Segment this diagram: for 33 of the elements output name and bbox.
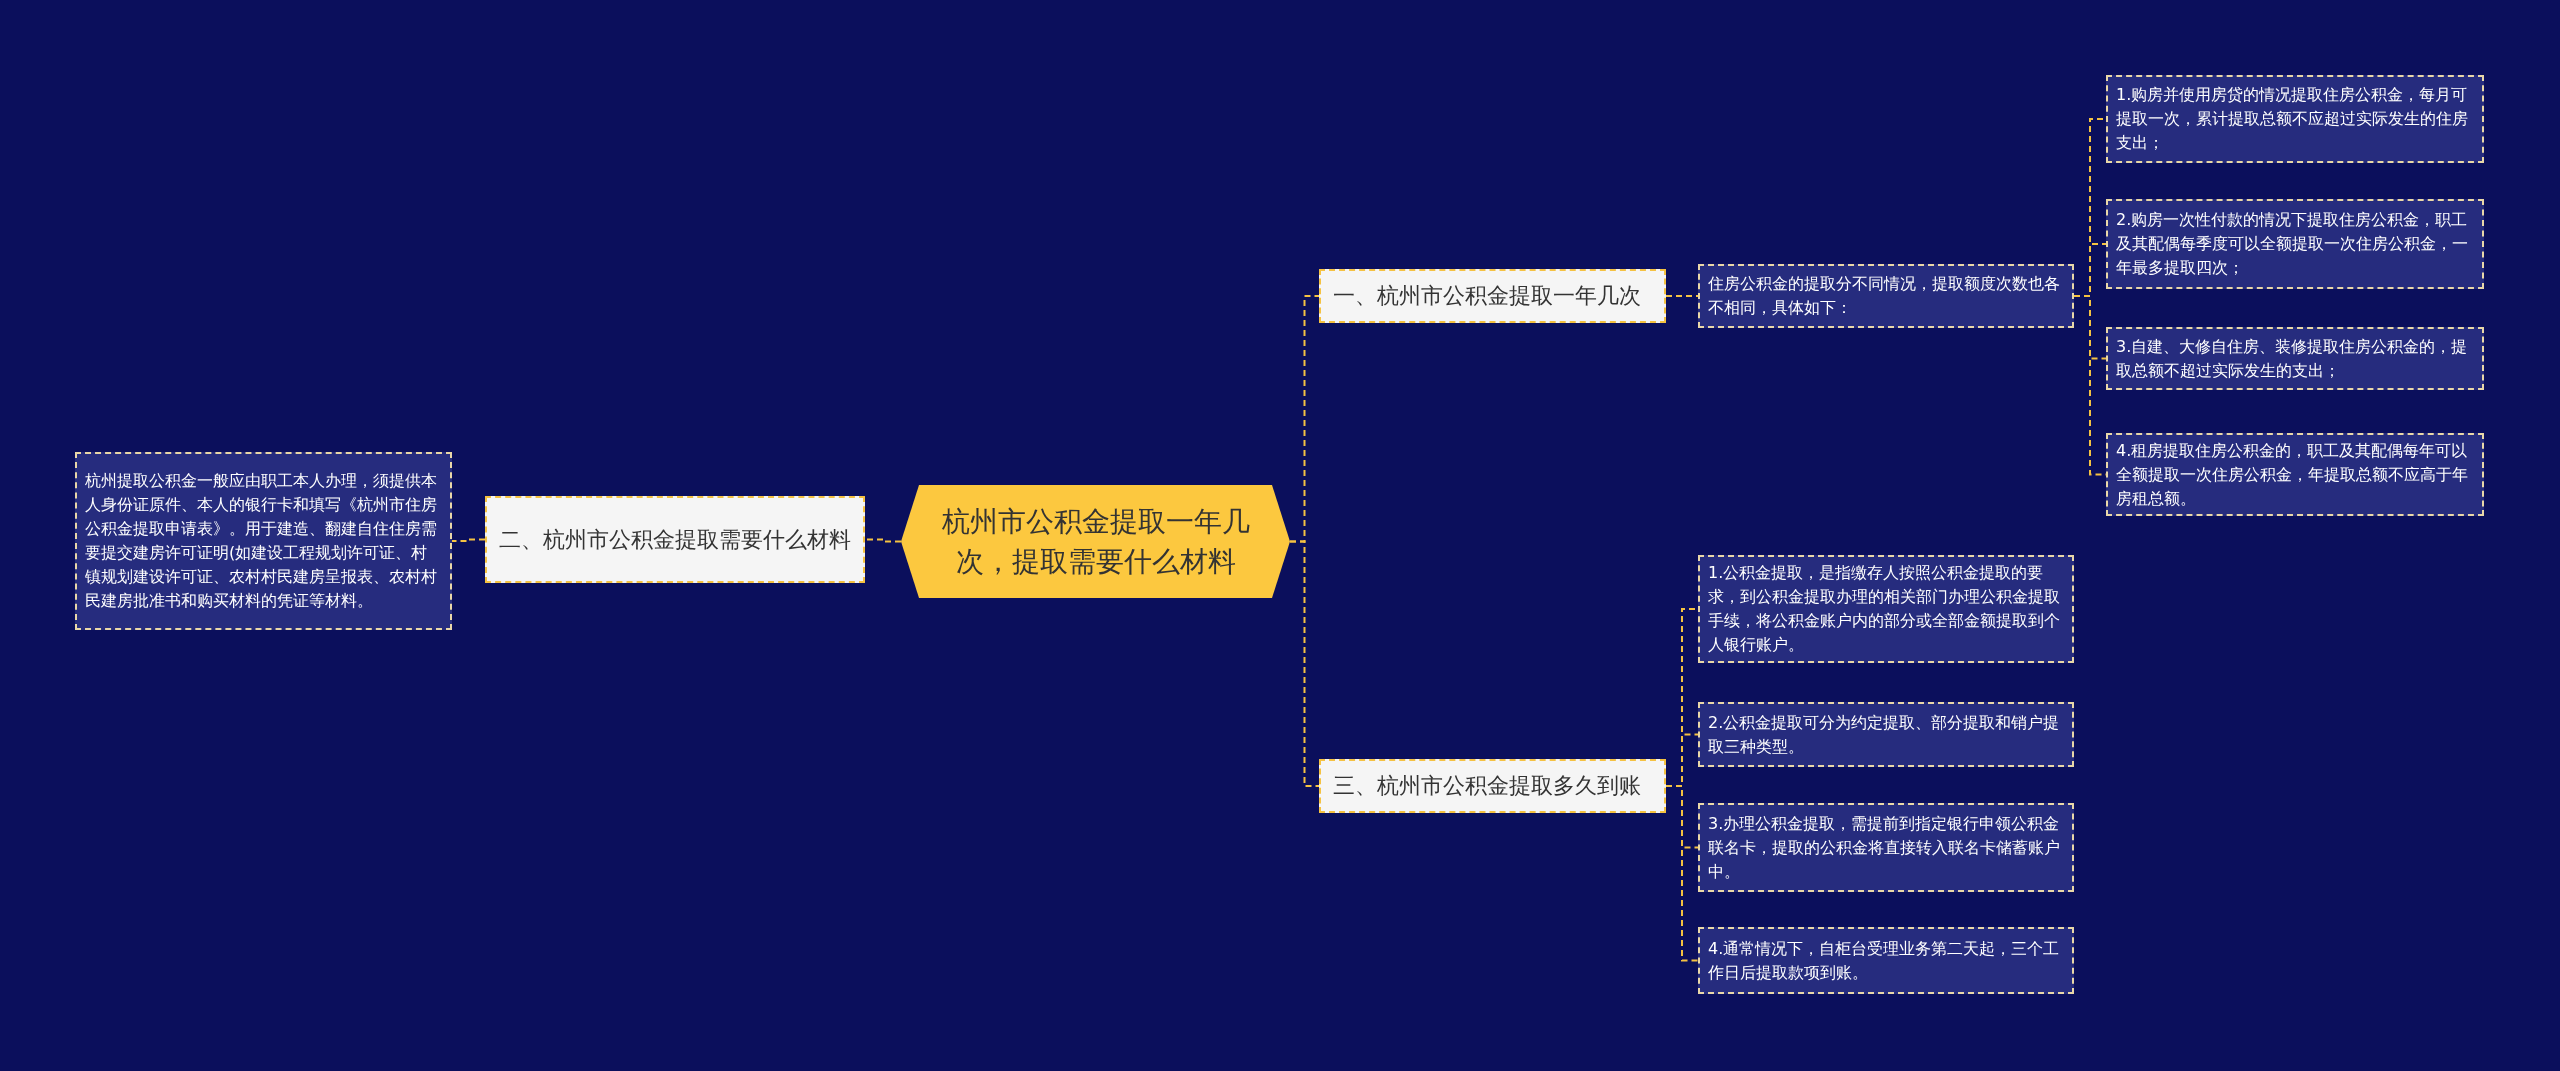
note-text: 3.办理公积金提取，需提前到指定银行申领公积金联名卡，提取的公积金将直接转入联名卡储蓄账户中。 (1708, 812, 2061, 883)
connector-line (864, 538, 902, 543)
note-text: 2.购房一次性付款的情况下提取住房公积金，职工及其配偶每季度可以全额提取一次住房公积金，一年最多提取四次； (2116, 209, 2469, 279)
note-text: 住房公积金的提取分不同情况，提取额度次数也各不相同，具体如下： (1708, 273, 2061, 319)
note-box (75, 452, 452, 630)
note-text: 4.通常情况下，自柜台受理业务第二天起，三个工作日后提取款项到账。 (1708, 937, 2061, 984)
branch-box (485, 496, 865, 583)
branch-box (1319, 269, 1666, 323)
note-box (1698, 702, 2074, 767)
central-topic (901, 485, 1290, 598)
note-box (2106, 433, 2484, 516)
connector-line (451, 538, 486, 542)
note-box (1698, 264, 2074, 328)
connector-line (1665, 785, 1699, 962)
note-text: 1.公积金提取，是指缴存人按照公积金提取的要求，到公积金提取办理的相关部门办理公积金提取手续，将公积金账户内的部分或全部金额提取到个人银行账户。 (1708, 562, 2061, 656)
note-text: 2.公积金提取可分为约定提取、部分提取和销户提取三种类型。 (1708, 711, 2061, 758)
note-text: 3.自建、大修自住房、装修提取住房公积金的，提取总额不超过实际发生的支出； (2116, 335, 2469, 382)
branch-box (1319, 759, 1666, 813)
note-box (1698, 555, 2074, 663)
branch-text: 三、杭州市公积金提取多久到账 (1333, 772, 1641, 800)
note-text: 1.购房并使用房贷的情况提取住房公积金，每月可提取一次，累计提取总额不应超过实际发生的住房支出； (2116, 84, 2469, 154)
topic-text: 杭州市公积金提取一年几次，提取需要什么材料 (940, 503, 1251, 580)
connector-line (1289, 540, 1320, 787)
note-box (2106, 199, 2484, 289)
branch-text: 一、杭州市公积金提取一年几次 (1333, 282, 1641, 310)
branch-text: 二、杭州市公积金提取需要什么材料 (499, 525, 851, 554)
note-box (1698, 927, 2074, 994)
note-box (1698, 803, 2074, 892)
note-box (2106, 327, 2484, 390)
note-text: 杭州提取公积金一般应由职工本人办理，须提供本人身份证原件、本人的银行卡和填写《杭州市住房公积金提取申请表》。用于建造、翻建自住住房需要提交建房许可证明(如建设工程规划许可证、村镇规划建设许可证、农村村民建房呈报表、农村村民建房批准书和购买材料的凭证等材料。 (85, 470, 438, 612)
note-text: 4.租房提取住房公积金的，职工及其配偶每年可以全额提取一次住房公积金，年提取总额不应高于年房租总额。 (2116, 439, 2469, 510)
connector-line (1665, 295, 1699, 297)
note-box (2106, 75, 2484, 163)
